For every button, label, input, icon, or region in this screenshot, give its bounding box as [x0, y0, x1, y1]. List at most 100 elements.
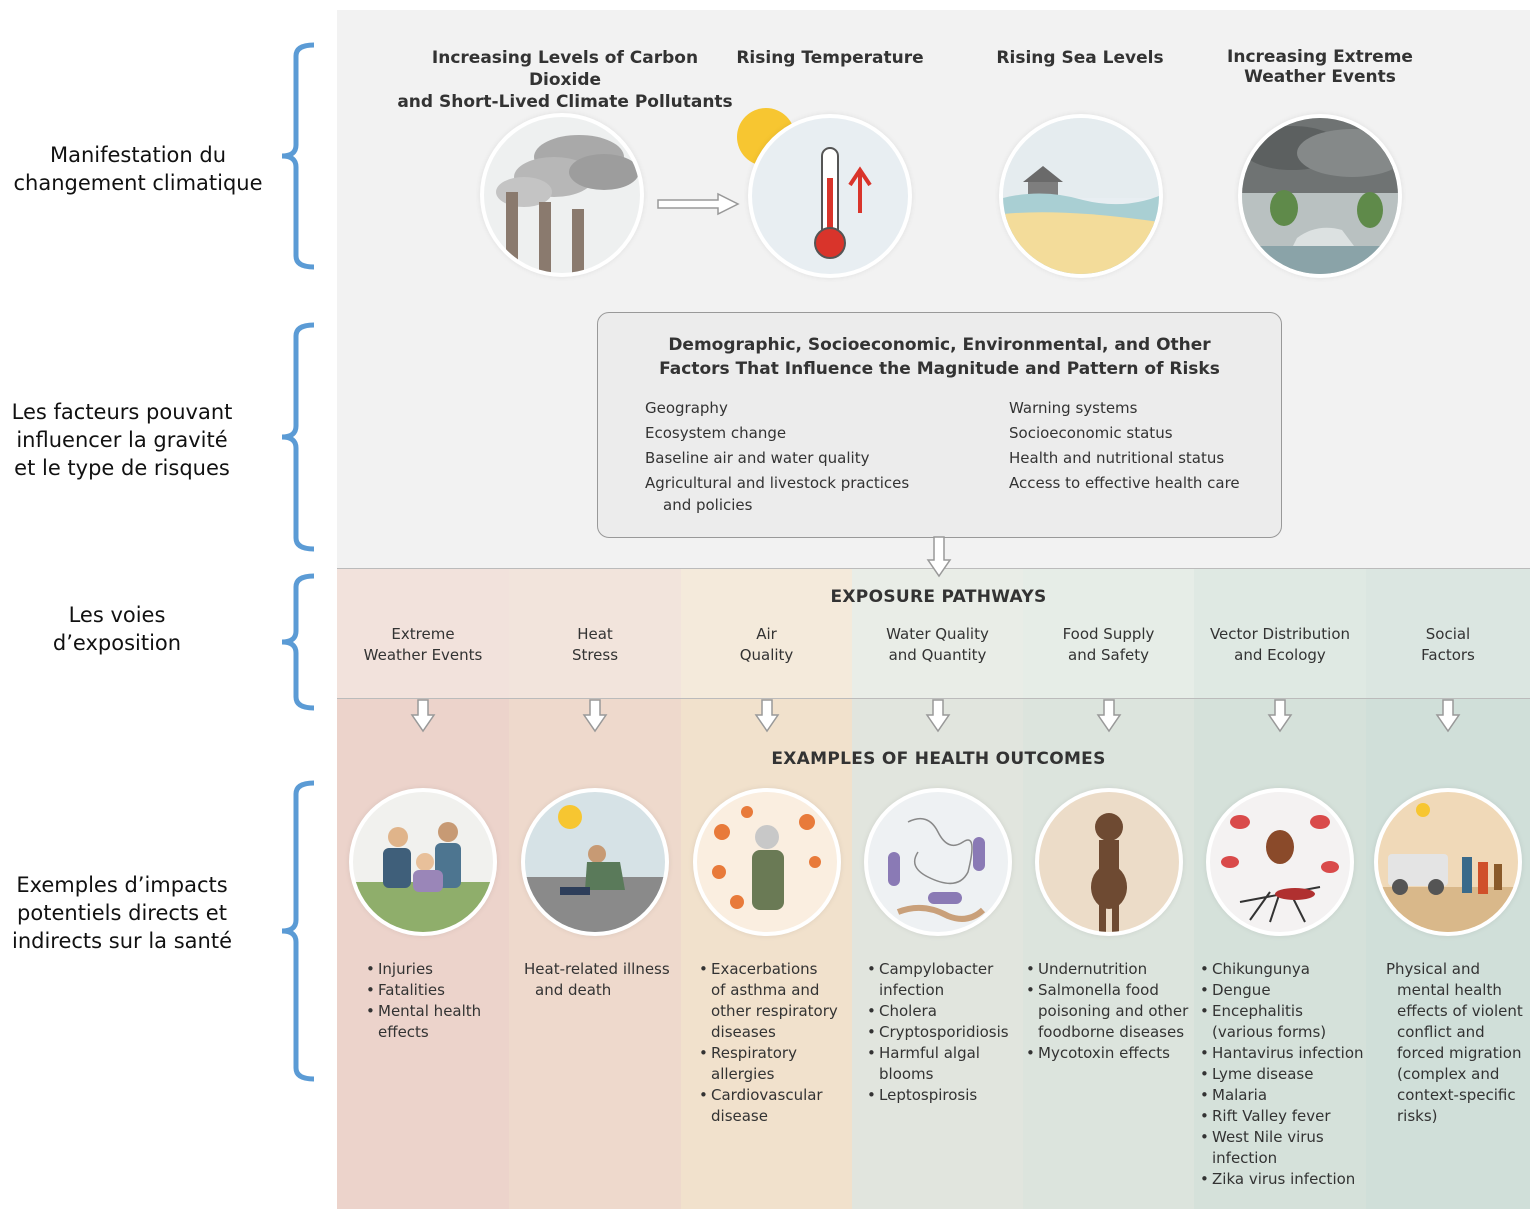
- outcome-line: Exacerbations: [711, 960, 818, 978]
- outcome-item: Mycotoxin effects: [1026, 1043, 1191, 1064]
- outcome-line: Fatalities: [378, 981, 445, 999]
- label-manifestation: Manifestation du changement climatique: [0, 141, 276, 197]
- bacteria-icon: [867, 792, 1008, 932]
- pathway-column-bottom: [1366, 698, 1530, 1209]
- pathway-column-top: [1023, 568, 1194, 698]
- malnourished-child-icon: [1038, 792, 1179, 932]
- outcome-line: West Nile virus: [1212, 1128, 1324, 1146]
- pathway-column-bottom: [509, 698, 681, 1209]
- thermometer-icon: [752, 118, 908, 274]
- pathway-label-line: Extreme: [391, 625, 455, 643]
- outcome-line: Heat-related illness: [524, 960, 670, 978]
- pathway-column: [1366, 568, 1530, 1209]
- pathway-label-line: Stress: [571, 646, 619, 664]
- outcome-list: Campylobacter infectionCholeraCryptospori…: [867, 959, 1017, 1106]
- pathway-column-top: [509, 568, 681, 698]
- outcome-item: Hantavirus infection: [1200, 1043, 1365, 1064]
- brace-manifestation: [278, 42, 318, 270]
- outcome-line: Hantavirus infection: [1212, 1044, 1364, 1062]
- factor-item: Baseline air and water quality: [645, 449, 870, 467]
- outcome-line: Cardiovascular: [711, 1086, 823, 1104]
- label-line: Les voies: [68, 603, 166, 627]
- outcome-line: Mycotoxin effects: [1038, 1044, 1170, 1062]
- injured-people-icon: [353, 792, 493, 932]
- manifestation-title-temperature: Rising Temperature: [735, 47, 925, 69]
- manifestation-title-weather: Increasing Extreme Weather Events: [1220, 47, 1420, 87]
- outcome-line: other respiratory: [711, 1002, 838, 1020]
- outcome-line: Campylobacter: [879, 960, 994, 978]
- outcome-line: Harmful algal: [879, 1044, 980, 1062]
- brace-factors: [278, 322, 318, 552]
- outcome-line: and death: [535, 981, 612, 999]
- factors-box: Demographic, Socioeconomic, Environmenta…: [597, 312, 1282, 538]
- pathway-label-line: Vector Distribution: [1209, 625, 1351, 643]
- label-line: changement climatique: [13, 171, 263, 195]
- outcome-line: Malaria: [1212, 1086, 1268, 1104]
- outcome-line: Dengue: [1212, 981, 1271, 999]
- outcome-line: foodborne diseases: [1038, 1023, 1185, 1041]
- arrow-down-icon: [754, 699, 780, 737]
- brace-impacts: [278, 780, 318, 1082]
- heat-collapse-icon: [525, 792, 665, 932]
- label-line: et le type de risques: [14, 456, 230, 480]
- outcome-line: Cryptosporidiosis: [879, 1023, 1009, 1041]
- outcome-line: infection: [879, 981, 945, 999]
- outcome-list: ChikungunyaDengueEncephalitis(various fo…: [1200, 959, 1365, 1190]
- label-line: Manifestation du: [49, 143, 227, 167]
- label-factors: Les facteurs pouvant influencer la gravi…: [0, 398, 244, 482]
- outcome-item: Rift Valley fever: [1200, 1106, 1365, 1127]
- outcome-line: Chikungunya: [1212, 960, 1310, 978]
- label-line: d’exposition: [52, 631, 182, 655]
- pathway-column-top: [1366, 568, 1530, 698]
- outcome-item: Encephalitis(various forms): [1200, 1001, 1365, 1043]
- pathway-column: [509, 568, 681, 1209]
- pathway-column-bottom: [1023, 698, 1194, 1209]
- factor-item: and policies: [663, 496, 753, 514]
- storm-icon: [1242, 118, 1398, 274]
- outcome-item: Dengue: [1200, 980, 1365, 1001]
- pathway-label-line: Weather Events: [363, 646, 483, 664]
- flooded-house-icon: [1003, 118, 1159, 274]
- outcome-line: Salmonella food: [1038, 981, 1159, 999]
- pathway-column: [337, 568, 509, 1209]
- pathway-label-line: Social: [1425, 625, 1471, 643]
- label-line: influencer la gravité: [16, 428, 228, 452]
- title-line: Demographic, Socioeconomic, Environmenta…: [668, 335, 1211, 355]
- outcome-line: effects of violent: [1397, 1002, 1523, 1020]
- title-line: and Short-Lived Climate Pollutants: [397, 92, 733, 112]
- pathway-label-line: and Quantity: [888, 646, 987, 664]
- outcome-line: Zika virus infection: [1212, 1170, 1356, 1188]
- outcome-item: Undernutrition: [1026, 959, 1191, 980]
- outcome-item: Chikungunya: [1200, 959, 1365, 980]
- title-line: Increasing Extreme: [1227, 47, 1413, 67]
- factor-item: Health and nutritional status: [1009, 449, 1225, 467]
- factor-item: Geography: [645, 399, 728, 417]
- outcome-line: conflict and: [1397, 1023, 1485, 1041]
- pathway-label-line: Food Supply: [1062, 625, 1155, 643]
- arrow-down-icon: [1435, 699, 1461, 737]
- outcome-line: forced migration: [1397, 1044, 1522, 1062]
- pathway-label-line: Air: [756, 625, 777, 643]
- outcome-item: Lyme disease: [1200, 1064, 1365, 1085]
- pathway-label-line: Factors: [1421, 646, 1475, 664]
- pathway-column-top: [681, 568, 852, 698]
- outcome-line: context-specific: [1397, 1086, 1516, 1104]
- factor-item: Warning systems: [1009, 399, 1138, 417]
- outcome-line: Physical and: [1386, 960, 1481, 978]
- outcome-line: blooms: [879, 1065, 934, 1083]
- factor-item: Socioeconomic status: [1009, 424, 1173, 442]
- outcome-item: Cholera: [867, 1001, 1017, 1022]
- outcome-line: Respiratory: [711, 1044, 797, 1062]
- manifestation-title-sea: Rising Sea Levels: [990, 47, 1170, 69]
